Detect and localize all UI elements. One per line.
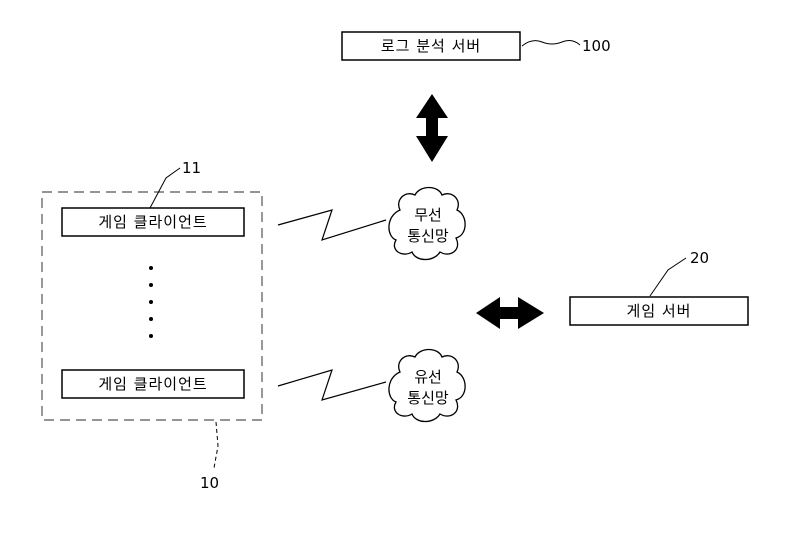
client-group-ref-leader bbox=[213, 421, 219, 469]
wired-link-line bbox=[277, 369, 387, 401]
log-analysis-server-node: 로그 분석 서버 bbox=[341, 31, 521, 61]
client-ellipsis-dots bbox=[149, 266, 153, 338]
wired-network-label-line1: 유선 bbox=[414, 368, 442, 386]
client-ref-number: 11 bbox=[182, 159, 201, 177]
game-server-ref-leader bbox=[649, 257, 687, 297]
game-client-node-top: 게임 클라이언트 bbox=[61, 207, 245, 237]
log-analysis-server-label: 로그 분석 서버 bbox=[381, 37, 481, 55]
client-ref-leader bbox=[149, 167, 181, 209]
game-client-node-bottom: 게임 클라이언트 bbox=[61, 369, 245, 399]
client-group-ref-number: 10 bbox=[200, 474, 219, 492]
game-client-label-bottom: 게임 클라이언트 bbox=[98, 375, 207, 393]
wireless-network-label-line2: 통신망 bbox=[407, 227, 449, 245]
log-server-ref-leader bbox=[521, 40, 581, 47]
horizontal-double-arrow bbox=[476, 297, 544, 329]
game-server-ref-number: 20 bbox=[690, 249, 709, 267]
game-client-label-top: 게임 클라이언트 bbox=[98, 213, 207, 231]
wireless-network-cloud: 무선 통신망 bbox=[388, 186, 466, 261]
log-server-ref-number: 100 bbox=[582, 37, 611, 55]
game-server-node: 게임 서버 bbox=[569, 296, 749, 326]
wireless-network-label-line1: 무선 bbox=[414, 206, 442, 224]
wired-network-label-line2: 통신망 bbox=[407, 389, 449, 407]
wireless-link-line bbox=[277, 209, 387, 241]
game-server-label: 게임 서버 bbox=[627, 302, 692, 320]
vertical-double-arrow bbox=[416, 94, 448, 162]
wired-network-cloud: 유선 통신망 bbox=[388, 348, 466, 423]
